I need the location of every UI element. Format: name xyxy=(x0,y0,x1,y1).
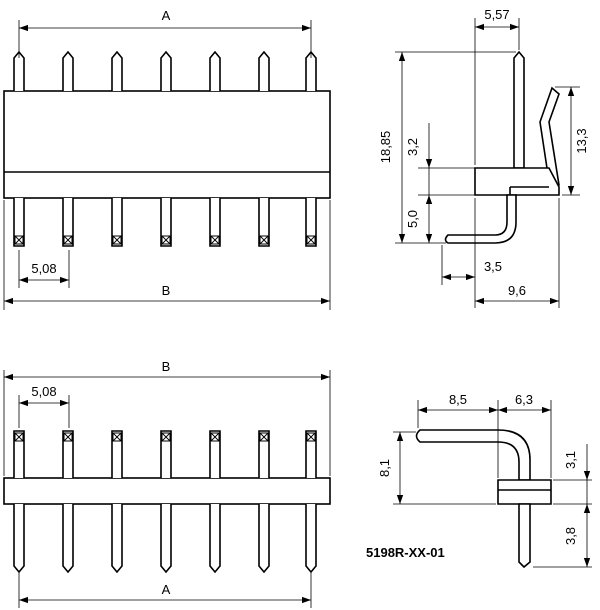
dimension-pitch: 5,08 xyxy=(18,384,70,428)
dimension-label: 18,85 xyxy=(378,131,393,164)
bottom-side-view: 8,5 6,3 8,1 3,1 3,8 xyxy=(377,392,592,569)
bent-lead xyxy=(415,429,531,481)
housing-body xyxy=(3,90,331,199)
dimension-5-0: 5,0 xyxy=(405,195,433,243)
bottom-front-view: B 5,08 A xyxy=(3,359,331,608)
pin xyxy=(13,430,25,574)
pin-row xyxy=(13,430,317,574)
side-housing xyxy=(474,167,560,196)
pin xyxy=(305,50,317,247)
dimension-b-top: B xyxy=(3,359,331,476)
pin xyxy=(62,430,74,574)
pin xyxy=(111,430,123,574)
pin xyxy=(258,430,270,574)
pin xyxy=(13,50,25,247)
dimension-label: 3,2 xyxy=(405,138,420,156)
dimension-label: 3,8 xyxy=(563,527,578,545)
pin-row xyxy=(13,50,317,247)
pin xyxy=(160,430,172,574)
top-side-view: 5,57 18,85 3,2 5,0 13,3 xyxy=(378,7,589,308)
dimension-label: B xyxy=(162,283,171,298)
dimension-a-top: A xyxy=(18,8,312,58)
dimension-label: 5,08 xyxy=(31,261,56,276)
dimension-label: 5,0 xyxy=(405,210,420,228)
dimension-18-85: 18,85 xyxy=(378,51,516,244)
pin xyxy=(62,50,74,247)
dimension-label: 5,08 xyxy=(31,384,56,399)
dimension-label: 9,6 xyxy=(508,283,526,298)
top-front-view: A 5,08 B xyxy=(3,8,331,310)
side-housing xyxy=(497,479,552,505)
vertical-pin xyxy=(513,50,525,169)
dimension-label: B xyxy=(162,359,171,374)
dimension-a-bottom: A xyxy=(18,572,312,608)
pin xyxy=(305,430,317,574)
pin xyxy=(160,50,172,247)
dimension-9-6: 9,6 xyxy=(475,198,560,308)
dimension-label: 3,5 xyxy=(484,259,502,274)
dimension-pitch: 5,08 xyxy=(18,250,70,288)
dimension-13-3: 13,3 xyxy=(555,86,589,196)
pin xyxy=(209,50,221,247)
dimension-label: 3,1 xyxy=(563,451,578,469)
dimension-label: 13,3 xyxy=(574,128,589,153)
dimension-3-5: 3,5 xyxy=(441,198,502,308)
dimension-3-8: 3,8 xyxy=(533,504,592,568)
bent-lead xyxy=(444,194,517,244)
lower-pin xyxy=(518,503,531,569)
dimension-5-57: 5,57 xyxy=(474,7,520,165)
dimension-label: 5,57 xyxy=(484,7,509,22)
dimension-8-1: 8,1 xyxy=(377,431,496,505)
dimension-3-1: 3,1 xyxy=(553,444,592,505)
housing-body xyxy=(3,477,331,505)
pin xyxy=(258,50,270,247)
dimension-8-5: 8,5 xyxy=(417,392,499,478)
pin xyxy=(111,50,123,247)
dimension-b-bottom: B xyxy=(3,200,331,310)
dimension-label: A xyxy=(162,582,171,597)
dimension-label: 6,3 xyxy=(515,392,533,407)
dimension-label: 8,1 xyxy=(377,459,392,477)
pin xyxy=(209,430,221,574)
dimension-3-2: 3,2 xyxy=(405,123,475,196)
dimension-label: A xyxy=(162,8,171,23)
dimension-6-3: 6,3 xyxy=(498,392,552,478)
dimension-label: 8,5 xyxy=(449,392,467,407)
part-number: 5198R-XX-01 xyxy=(366,545,445,560)
